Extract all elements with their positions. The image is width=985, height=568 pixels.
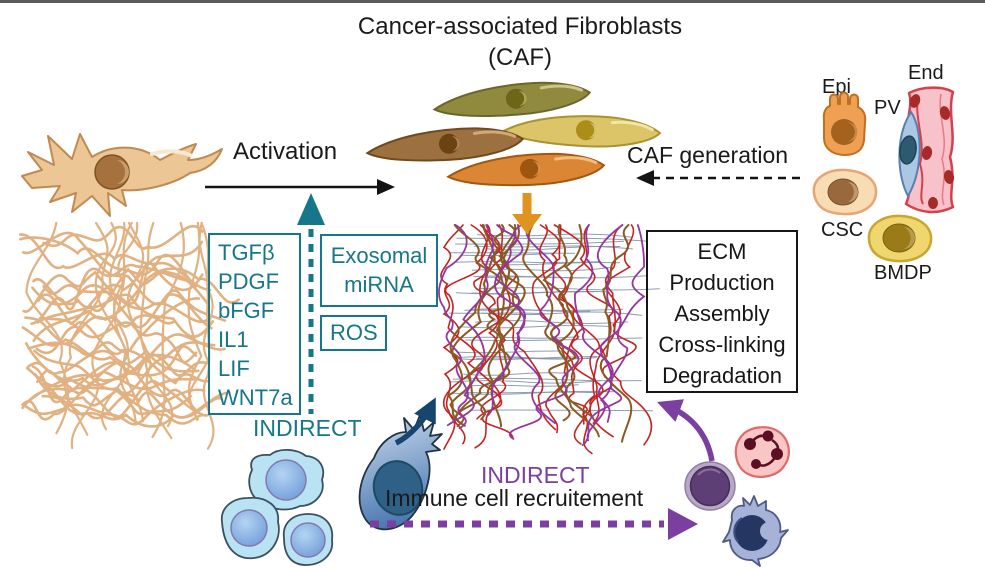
cancer-cell — [248, 448, 325, 511]
perivascular-cell — [898, 110, 921, 199]
exosomal-line2: miRNA — [344, 272, 414, 297]
end-label: End — [908, 62, 944, 84]
activation-arrow — [205, 179, 395, 195]
indirect-immune-label: INDIRECT — [481, 462, 590, 488]
signal-item: WNT7a — [218, 385, 293, 410]
activated-cancer-cell — [358, 414, 443, 531]
lymphocyte-cell — [684, 461, 736, 511]
caf-cell-olive — [432, 81, 592, 117]
caf-cell-orange — [446, 152, 606, 187]
ros-box: ROS — [320, 315, 387, 351]
ecm-function-item: Degradation — [662, 363, 782, 388]
normal-ecm-mesh — [18, 221, 240, 450]
exosomal-line1: Exosomal — [330, 243, 428, 268]
bone-marrow-derived-progenitor-cell — [867, 214, 933, 263]
ecm-function-item: Cross-linking — [658, 332, 786, 357]
signal-item: IL1 — [218, 327, 249, 352]
top-rule — [0, 0, 985, 3]
caf-cell-cluster — [365, 81, 662, 187]
signal-item: PDGF — [218, 269, 280, 294]
ecm-deposition-arrow — [512, 193, 542, 234]
normal-fibroblast-cell — [21, 133, 223, 217]
cancer-stem-cell — [812, 168, 878, 216]
caf-generation-label: CAF generation — [627, 142, 789, 168]
figure-subtitle: (CAF) — [488, 44, 552, 71]
cancer-cell-cluster — [220, 414, 443, 566]
monocyte-cell — [722, 495, 789, 567]
cancer-cell — [282, 513, 334, 566]
neutrophil-cell — [734, 426, 790, 478]
indirect-activation-label: INDIRECT — [253, 415, 362, 441]
signal-item: TGFβ — [218, 240, 275, 265]
ecm-function-item: Production — [669, 270, 775, 295]
signal-item: bFGF — [218, 298, 275, 323]
immune-cell-group — [684, 426, 790, 567]
caf-cell-gold — [501, 115, 662, 148]
ecm-function-item: Assembly — [674, 301, 770, 326]
immune-recruitment-label: Immune cell recruitement — [385, 485, 644, 511]
ecm-function-item: ECM — [697, 239, 747, 264]
figure-title: Cancer-associated Fibroblasts — [357, 13, 683, 40]
immune-recruitment-arrow — [370, 508, 698, 540]
pv-label: PV — [874, 97, 901, 119]
epithelial-cell — [822, 91, 867, 156]
tumor-ecm-mesh — [438, 224, 660, 455]
ecm-functions-box: ECM Production Assembly Cross-linking De… — [646, 230, 798, 393]
bmdp-label: BMDP — [874, 262, 932, 284]
activation-signals-box: TGFβ PDGF bFGF IL1 LIF WNT7a — [208, 233, 301, 415]
endothelial-vessel-cell — [904, 86, 955, 214]
cancer-to-ecm-arrow — [394, 397, 436, 446]
signal-item: LIF — [218, 356, 250, 381]
indirect-activation-arrow — [297, 193, 325, 414]
exosomal-mirna-box: Exosomal miRNA — [320, 234, 438, 307]
caf-generation-arrow — [636, 170, 800, 186]
cancer-cell — [220, 496, 280, 560]
immune-to-ecm-arrow — [657, 399, 715, 462]
caf-cell-brown — [365, 127, 525, 162]
csc-label: CSC — [821, 219, 864, 241]
activation-label: Activation — [233, 138, 338, 165]
